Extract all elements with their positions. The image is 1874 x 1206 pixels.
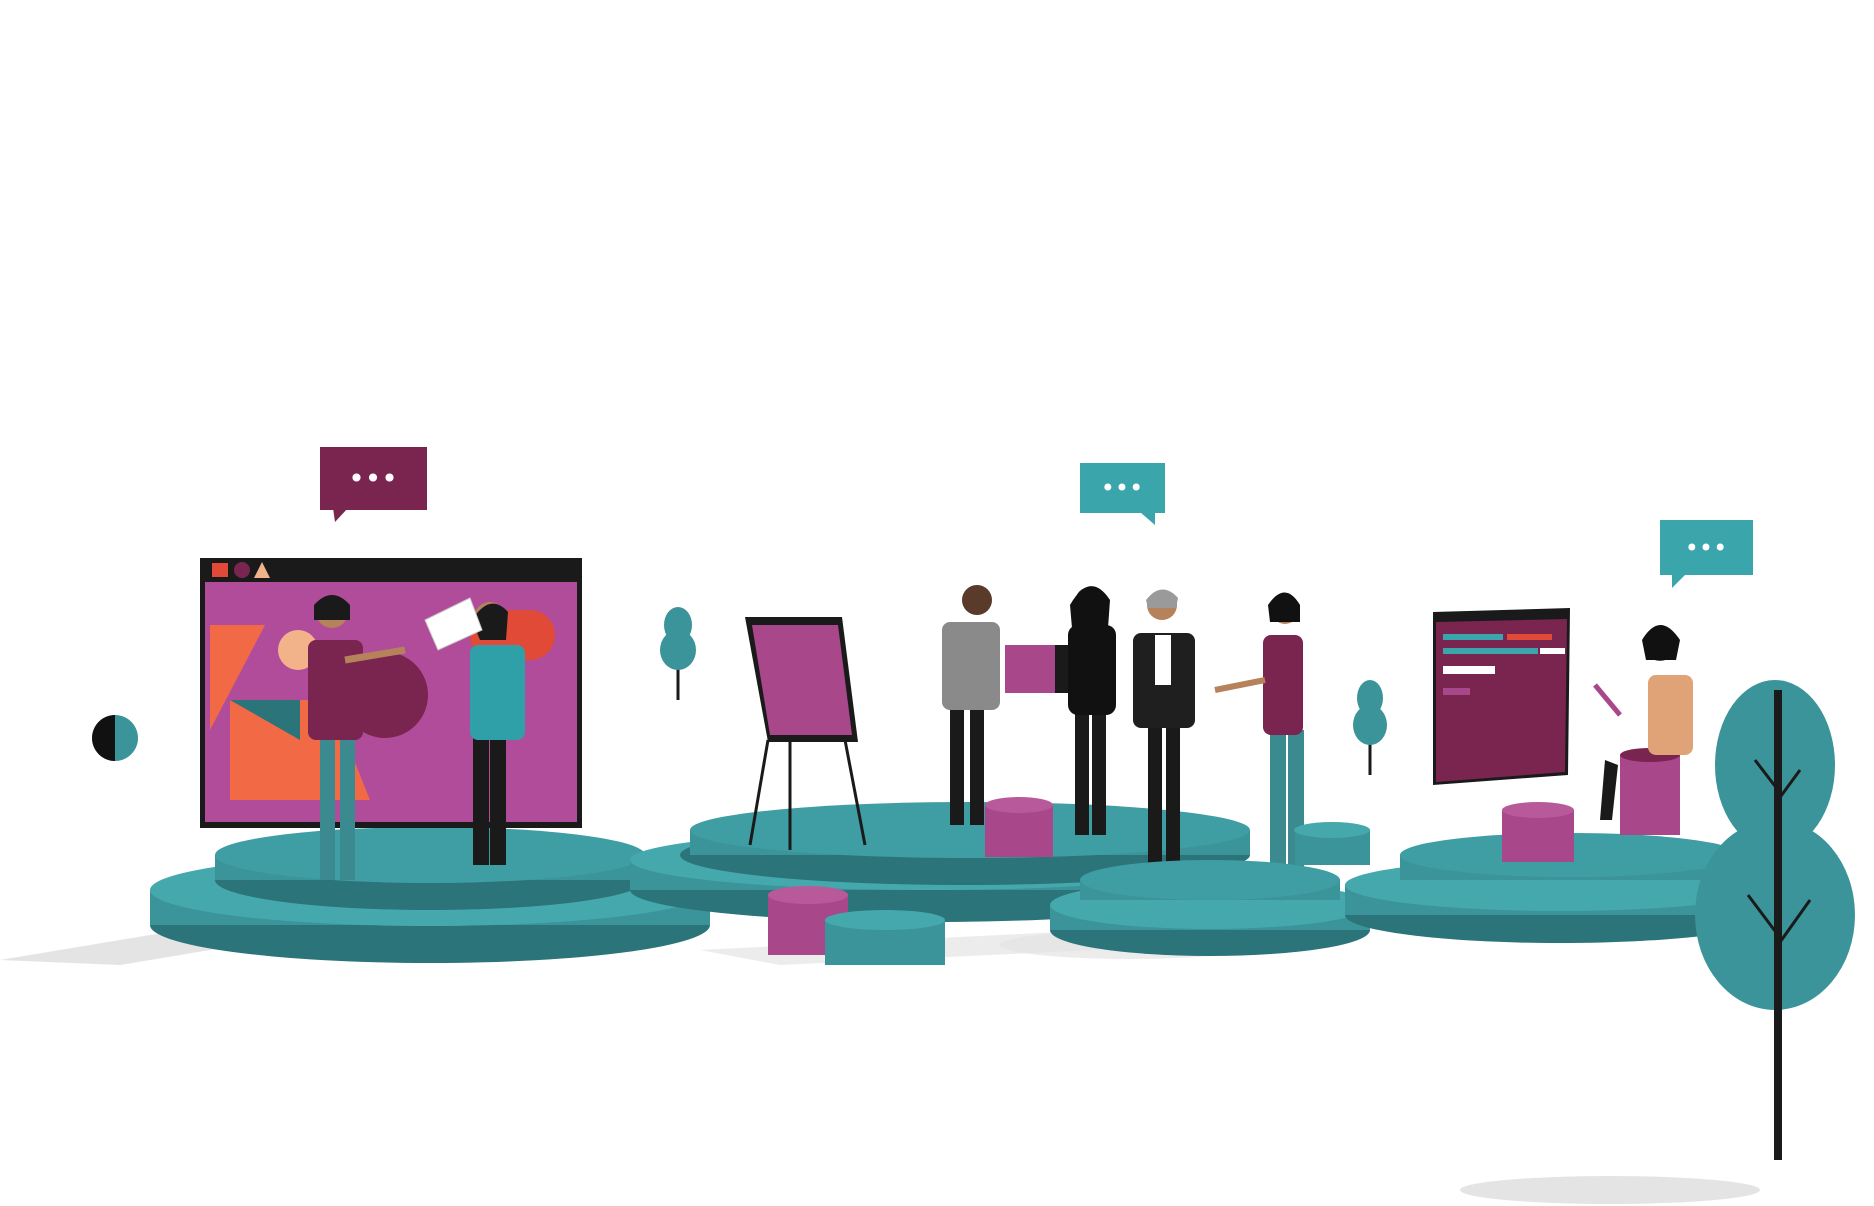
left-platform: [150, 827, 710, 963]
tree-icon: [1353, 680, 1387, 775]
person-woman-presenting: [308, 595, 406, 880]
person-man-glasses: [942, 585, 1000, 825]
stools: [768, 797, 1053, 965]
flipchart-icon: [745, 617, 867, 850]
right-center-platform: [1050, 822, 1370, 956]
speech-bubble-icon: •••: [1080, 463, 1165, 525]
magenta-box: [1005, 645, 1070, 693]
stools: [1502, 802, 1574, 862]
bubble-middle-dots: •••: [1101, 474, 1143, 502]
bubble-right-dots: •••: [1685, 534, 1727, 562]
tree-icon: [660, 607, 696, 700]
person-man-holding-paper: [424, 597, 525, 865]
speech-bubble-icon: •••: [320, 447, 427, 522]
tree-icon: [1695, 680, 1855, 1160]
speech-bubble-icon: •••: [1660, 520, 1753, 588]
person-man-suit: [1133, 589, 1195, 875]
browser-window-icon: [1433, 608, 1570, 785]
ground-shadows: [0, 930, 1760, 1204]
person-seated-with-tablet: [1593, 625, 1693, 835]
contrast-circle-icon: [92, 715, 138, 761]
bubble-left-dots: •••: [348, 462, 398, 495]
person-woman-black: [1068, 586, 1116, 835]
